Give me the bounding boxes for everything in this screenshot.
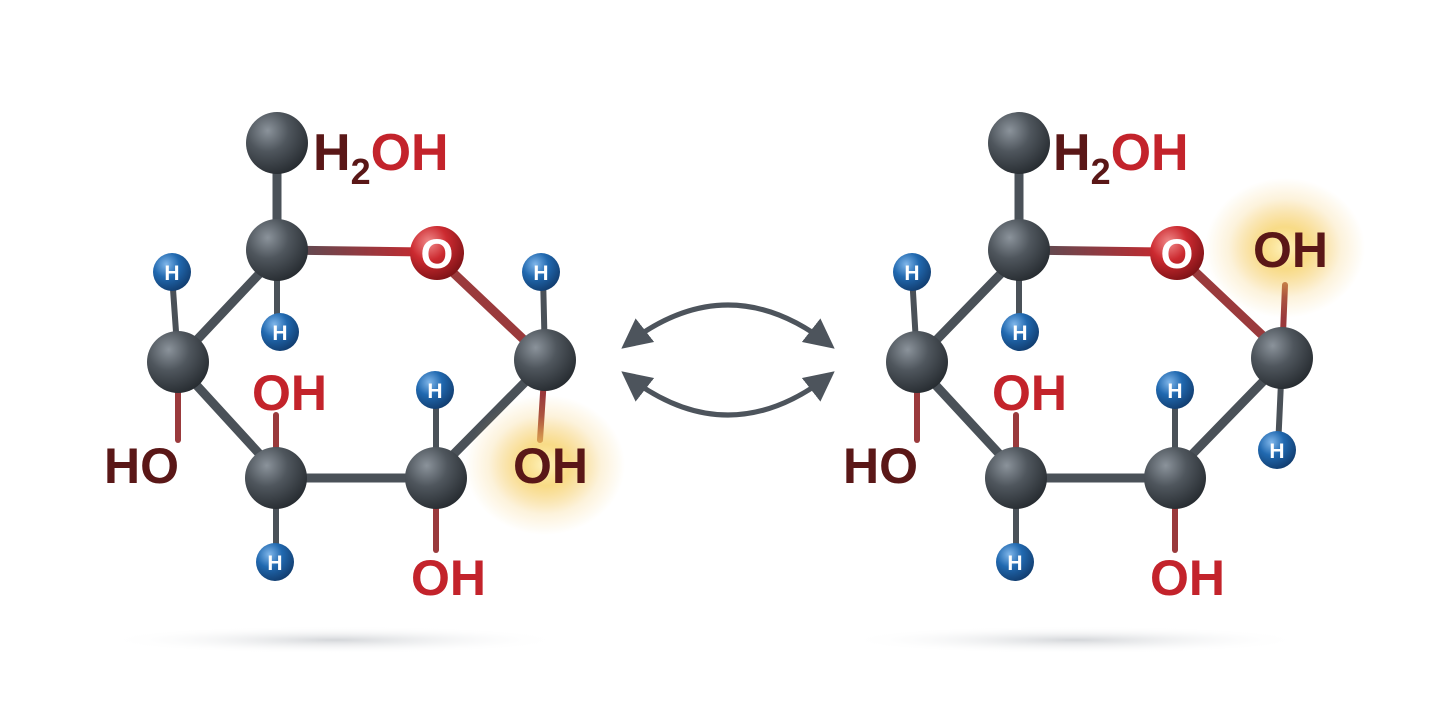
molecule-left: O H H H H H H2OH HO OH OH OH (104, 112, 625, 654)
hydroxyl-label-c4: HO (104, 438, 179, 494)
molecule-right: O H H H H H H2OH HO OH OH OH (843, 112, 1365, 654)
ring-oxygen-atom (1150, 226, 1204, 280)
hydrogen-atom (153, 253, 191, 291)
hydrogen-label: H (427, 380, 442, 403)
carbon-atom-c3 (245, 447, 307, 509)
hydrogen-atom (1001, 313, 1039, 351)
ring-oxygen-atom (410, 226, 464, 280)
highlight-glow (465, 395, 625, 535)
anomeric-hydroxyl-label: OH (513, 438, 588, 494)
ring-oxygen-label: O (421, 230, 454, 277)
hydrogen-atom (893, 253, 931, 291)
highlight-glow (1205, 178, 1365, 318)
carbon-atom-c6 (988, 112, 1050, 174)
hydrogen-atoms: H H H H H (893, 253, 1296, 581)
hydrogen-atom (1258, 431, 1296, 469)
carbon-atom-c2 (405, 447, 467, 509)
ground-shadow (105, 626, 565, 654)
hydroxyl-label-c2: OH (1150, 550, 1225, 606)
carbon-atom-c6 (246, 112, 308, 174)
hydrogen-atom (996, 543, 1034, 581)
hydroxyl-label-c2: OH (411, 550, 486, 606)
carbon-atom-c4 (147, 331, 209, 393)
hydrogen-label: H (1007, 552, 1022, 575)
carbon-atom-c1 (1251, 327, 1313, 389)
hydrogen-label: H (164, 262, 179, 285)
arrow-upper-arc (621, 302, 835, 349)
hydrogen-atom (416, 371, 454, 409)
hydrogen-label: H (272, 322, 287, 345)
hydrogen-atom (256, 543, 294, 581)
carbon-atom-c5 (988, 219, 1050, 281)
anomeric-hydroxyl-label: OH (1253, 222, 1328, 278)
carbon-atom-c4 (886, 331, 948, 393)
carbon-atom-c1 (514, 329, 576, 391)
arrow-lower-arc (621, 371, 835, 418)
top-group-label: H2OH (1053, 124, 1189, 192)
carbon-atom-c3 (985, 447, 1047, 509)
hydrogen-label: H (904, 262, 919, 285)
hydrogen-atom (1156, 371, 1194, 409)
hydroxyl-label-c3: OH (992, 365, 1067, 421)
hydrogen-label: H (533, 262, 548, 285)
hydrogen-atoms: H H H H H (153, 253, 560, 581)
top-group-label: H2OH (313, 124, 449, 192)
hydroxyl-label-c4: HO (843, 438, 918, 494)
carbon-atom-c2 (1144, 447, 1206, 509)
hydrogen-label: H (1269, 440, 1284, 463)
ground-shadow (845, 626, 1305, 654)
ring-oxygen-label: O (1161, 230, 1194, 277)
hydrogen-label: H (267, 552, 282, 575)
hydrogen-label: H (1012, 322, 1027, 345)
equilibrium-arrow (621, 302, 835, 418)
hydroxyl-label-c3: OH (252, 365, 327, 421)
hydrogen-atom (522, 253, 560, 291)
hydrogen-atom (261, 313, 299, 351)
hydrogen-label: H (1167, 380, 1182, 403)
carbon-atom-c5 (246, 219, 308, 281)
